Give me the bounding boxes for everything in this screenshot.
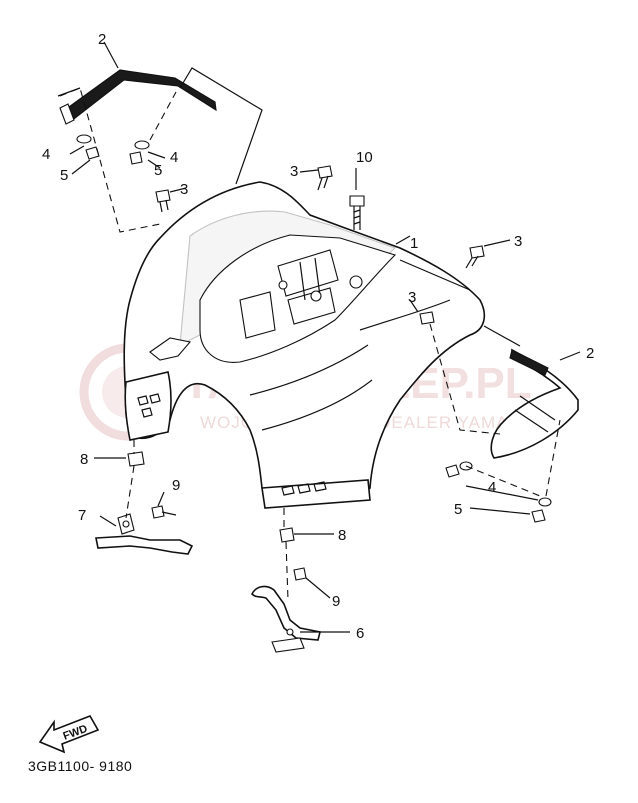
callout-10: 10 (356, 149, 373, 166)
right-footrest-guard (490, 348, 579, 459)
callout-9-left: 9 (172, 477, 180, 494)
callout-labels: 2 4 5 4 5 3 3 10 1 3 3 2 8 9 7 4 5 8 9 6 (42, 31, 594, 642)
fwd-arrow-icon: FWD (38, 715, 100, 754)
diagram-code: 3GB1100- 9180 (28, 758, 133, 774)
callout-5-mid: 5 (154, 162, 162, 179)
callout-3-right-mid: 3 (408, 289, 416, 306)
callout-1: 1 (410, 235, 418, 252)
callout-4-right: 4 (488, 479, 496, 496)
callout-9-bottom: 9 (332, 593, 340, 610)
callout-8-bottom: 8 (338, 527, 346, 544)
callout-4-left: 4 (42, 146, 50, 163)
left-footrest-guard (59, 69, 217, 125)
callout-8-left: 8 (80, 451, 88, 468)
callout-7: 7 (78, 507, 86, 524)
callout-2-left: 2 (98, 31, 106, 48)
hardware (76, 134, 552, 581)
callout-5-left: 5 (60, 167, 68, 184)
callout-6: 6 (356, 625, 364, 642)
callout-5-right: 5 (454, 501, 462, 518)
callout-3-top: 3 (290, 163, 298, 180)
callout-3-right: 3 (514, 233, 522, 250)
callout-2-right: 2 (586, 345, 594, 362)
callout-3-left: 3 (180, 181, 188, 198)
rear-fender (123, 181, 486, 509)
brackets (95, 513, 321, 653)
leader-lines (57, 41, 581, 633)
callout-4-mid: 4 (170, 149, 178, 166)
